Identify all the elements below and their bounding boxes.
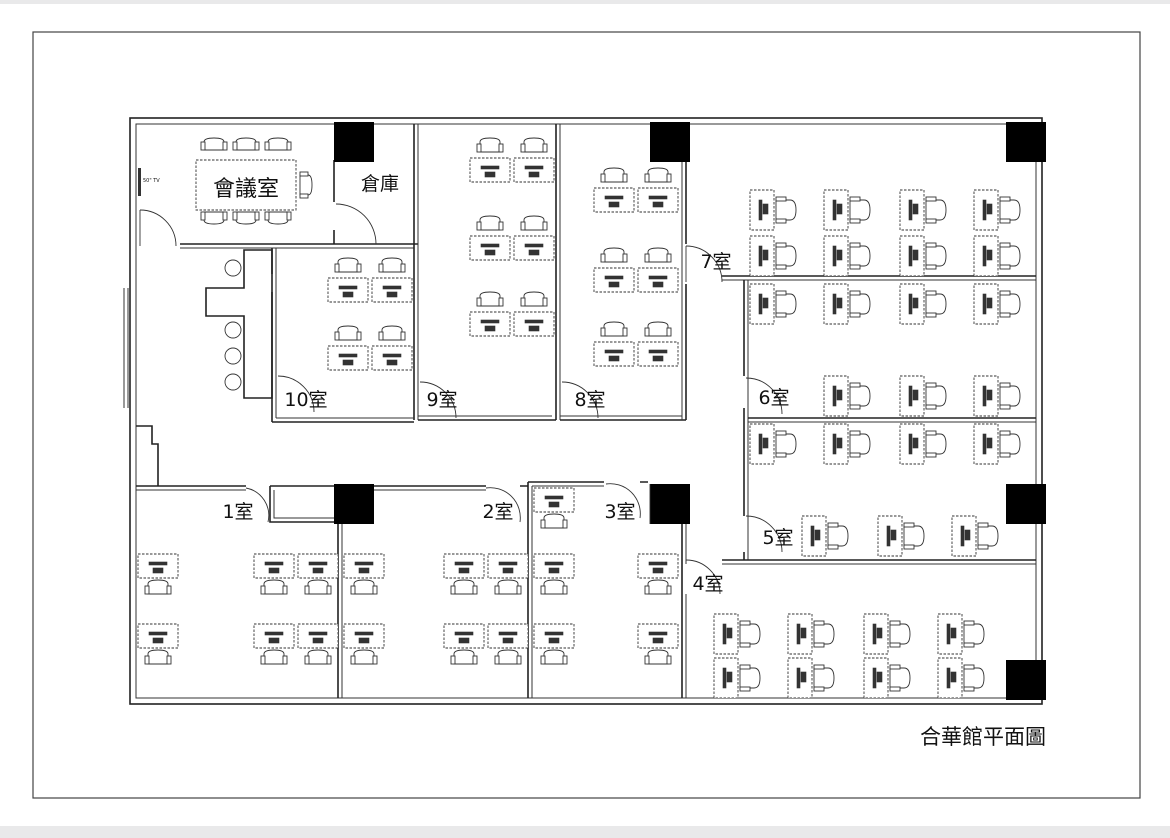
- meeting-chair: [264, 211, 292, 225]
- workstation: [137, 553, 179, 595]
- workstation: [371, 325, 413, 371]
- interior-walls: [123, 124, 1036, 698]
- workstation: [823, 423, 871, 465]
- workstation: [823, 189, 871, 231]
- meeting-chair: [232, 211, 260, 225]
- outer-walls: [129, 117, 1043, 705]
- room-label-7: 7室: [700, 251, 731, 273]
- tv-label: 50" TV: [143, 178, 160, 184]
- workstation: [899, 283, 947, 325]
- workstation: [863, 657, 911, 699]
- workstation: [593, 247, 635, 293]
- workstation: [533, 623, 575, 665]
- workstation: [823, 375, 871, 417]
- workstation: [863, 613, 911, 655]
- room-label-8: 8室: [574, 389, 605, 411]
- workstation: [973, 189, 1021, 231]
- workstation: [937, 613, 985, 655]
- workstation: [637, 553, 679, 595]
- meeting-table: [195, 159, 297, 211]
- room-labels: 會議室 倉庫 1室 2室 3室 4室 5室 6室 7室 8室 9室 10室: [213, 173, 794, 595]
- workstation: [297, 623, 339, 665]
- workstation: [973, 235, 1021, 277]
- workstation: [593, 321, 635, 367]
- workstation: [749, 189, 797, 231]
- workstation: [513, 291, 555, 337]
- workstation: [513, 137, 555, 183]
- meeting-chair: [200, 137, 228, 151]
- plan-title: 合華館平面圖: [920, 725, 1046, 749]
- drawing-frame: [32, 31, 1141, 799]
- workstation: [823, 283, 871, 325]
- workstation: [899, 235, 947, 277]
- reception-stools: [224, 259, 242, 391]
- room-label-9: 9室: [426, 389, 457, 411]
- workstation: [973, 283, 1021, 325]
- workstation: [749, 423, 797, 465]
- room-label-1: 1室: [222, 501, 253, 523]
- workstation: [937, 657, 985, 699]
- workstation: [533, 553, 575, 595]
- room-label-10: 10室: [284, 389, 327, 411]
- workstation: [787, 613, 835, 655]
- workstation: [973, 423, 1021, 465]
- workstation: [973, 375, 1021, 417]
- workstation: [801, 515, 849, 557]
- meeting-chairs: [200, 137, 313, 225]
- workstation: [749, 283, 797, 325]
- workstation: [253, 553, 295, 595]
- meeting-chair: [200, 211, 228, 225]
- room-label-meeting: 會議室: [213, 177, 279, 202]
- meeting-chair: [299, 171, 313, 199]
- doors: [139, 203, 783, 595]
- workstation: [637, 623, 679, 665]
- workstation: [713, 613, 761, 655]
- room-label-5: 5室: [762, 527, 793, 549]
- workstation: [899, 423, 947, 465]
- workstation: [877, 515, 925, 557]
- workstation: [637, 321, 679, 367]
- meeting-chair: [264, 137, 292, 151]
- workstation: [749, 235, 797, 277]
- workstation: [637, 247, 679, 293]
- drawing-sheet: 50" TV 會議室 倉庫 1室 2室 3室 4室 5室 6室 7室 8室 9室…: [0, 4, 1170, 826]
- workstation: [343, 623, 385, 665]
- workstation: [327, 325, 369, 371]
- workstation: [469, 291, 511, 337]
- workstation: [637, 167, 679, 213]
- workstation: [951, 515, 999, 557]
- room-label-2: 2室: [482, 501, 513, 523]
- workstation: [487, 553, 529, 595]
- tv-icon: 50" TV: [138, 168, 160, 196]
- workstation: [297, 553, 339, 595]
- floor-plan: 50" TV 會議室 倉庫 1室 2室 3室 4室 5室 6室 7室 8室 9室…: [32, 31, 1141, 799]
- structural-columns: [334, 122, 1046, 700]
- workstation: [327, 257, 369, 303]
- room-label-4: 4室: [692, 573, 723, 595]
- workstation: [371, 257, 413, 303]
- room-label-6: 6室: [758, 387, 789, 409]
- workstation: [343, 553, 385, 595]
- workstation: [899, 189, 947, 231]
- workstation: [787, 657, 835, 699]
- workstation: [533, 487, 575, 529]
- workstation: [253, 623, 295, 665]
- workstation: [593, 167, 635, 213]
- workstation: [487, 623, 529, 665]
- workstation: [469, 215, 511, 261]
- workstation: [137, 623, 179, 665]
- room-label-3: 3室: [604, 501, 635, 523]
- workstation: [713, 657, 761, 699]
- workstation: [899, 375, 947, 417]
- workstation: [823, 235, 871, 277]
- workstation: [469, 137, 511, 183]
- workstation: [513, 215, 555, 261]
- room-label-storage: 倉庫: [361, 173, 399, 195]
- workstation: [443, 623, 485, 665]
- workstations: [137, 137, 1021, 699]
- meeting-chair: [232, 137, 260, 151]
- workstation: [443, 553, 485, 595]
